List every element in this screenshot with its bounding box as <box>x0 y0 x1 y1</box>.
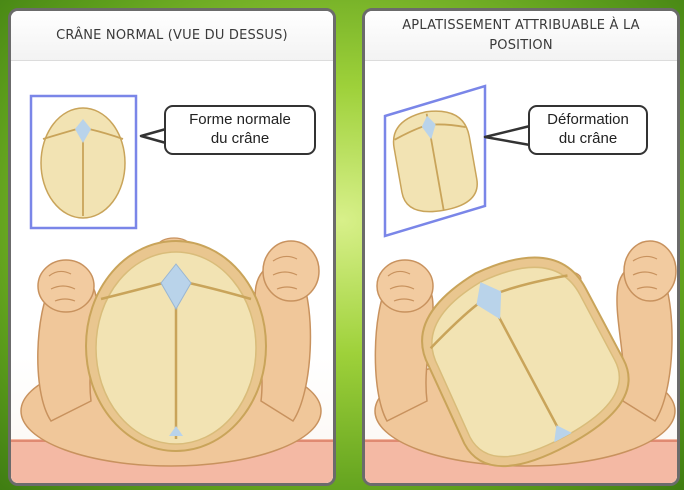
panel-title: APLATISSEMENT ATTRIBUABLE À LA POSITION <box>365 11 677 61</box>
panel-title: CRÂNE NORMAL (VUE DU DESSUS) <box>11 11 333 61</box>
small-flattened-skull <box>389 105 481 217</box>
baby-right-fist <box>263 241 319 301</box>
panel-body: Déformation du crâne <box>365 61 677 483</box>
callout-normal-shape: Forme normale du crâne <box>164 105 316 155</box>
callout-line-1: Forme normale <box>172 110 308 129</box>
callout-deformation: Déformation du crâne <box>528 105 648 155</box>
baby-right-fist <box>624 241 676 301</box>
callout-line-1: Déformation <box>536 110 640 129</box>
panel-positional-flattening: APLATISSEMENT ATTRIBUABLE À LA POSITION <box>362 8 680 486</box>
callout-line-2: du crâne <box>172 129 308 148</box>
panel-body: Forme normale du crâne <box>11 61 333 483</box>
callout-line-2: du crâne <box>536 129 640 148</box>
panel-normal-skull: CRÂNE NORMAL (VUE DU DESSUS) <box>8 8 336 486</box>
